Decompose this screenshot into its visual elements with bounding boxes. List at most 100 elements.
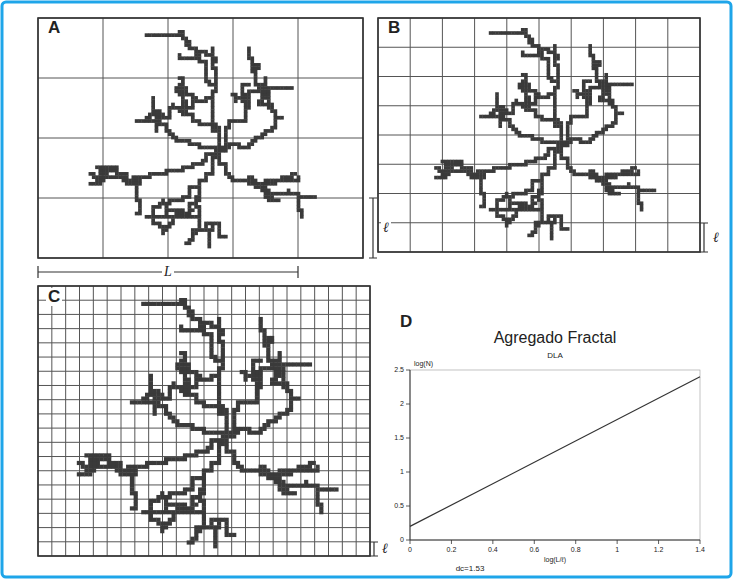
particle bbox=[198, 182, 202, 186]
particle bbox=[588, 54, 592, 58]
particle bbox=[217, 438, 221, 442]
particle bbox=[251, 359, 255, 363]
particle bbox=[181, 33, 185, 37]
particle bbox=[527, 234, 531, 238]
particle bbox=[524, 163, 528, 167]
particle bbox=[213, 533, 217, 537]
particle bbox=[434, 176, 438, 180]
particle bbox=[224, 126, 228, 130]
particle bbox=[553, 221, 557, 225]
particle bbox=[482, 205, 486, 209]
particle bbox=[207, 235, 211, 239]
particle bbox=[543, 173, 547, 177]
particle bbox=[264, 129, 268, 133]
particle bbox=[211, 83, 215, 87]
particle bbox=[270, 192, 274, 196]
particle bbox=[98, 172, 102, 176]
particle bbox=[155, 205, 159, 209]
particle bbox=[559, 153, 563, 157]
particle bbox=[211, 116, 215, 120]
particle bbox=[444, 176, 448, 180]
particle bbox=[278, 370, 282, 374]
particle bbox=[598, 95, 602, 99]
particle bbox=[315, 499, 319, 503]
grid-line bbox=[378, 76, 700, 77]
particle bbox=[178, 198, 182, 202]
particle bbox=[194, 393, 198, 397]
particle bbox=[287, 189, 291, 193]
particle bbox=[447, 163, 451, 167]
particle bbox=[232, 415, 236, 419]
grid-line bbox=[190, 286, 191, 556]
particle bbox=[514, 211, 518, 215]
particle bbox=[267, 195, 271, 199]
particle bbox=[498, 118, 502, 122]
grid-line bbox=[162, 286, 163, 556]
particle bbox=[232, 453, 236, 457]
particle bbox=[630, 83, 634, 87]
particle bbox=[145, 461, 149, 465]
particle bbox=[198, 60, 202, 64]
particle bbox=[198, 317, 202, 321]
particle bbox=[181, 208, 185, 212]
particle bbox=[187, 453, 191, 457]
particle bbox=[206, 446, 210, 450]
particle bbox=[95, 175, 99, 179]
particle bbox=[135, 185, 139, 189]
particle bbox=[508, 124, 512, 128]
particle bbox=[300, 465, 304, 469]
particle bbox=[247, 103, 251, 107]
particle bbox=[217, 400, 221, 404]
particle bbox=[566, 140, 570, 144]
particle bbox=[225, 423, 229, 427]
particle bbox=[514, 99, 518, 103]
particle bbox=[319, 503, 323, 507]
particle bbox=[556, 140, 560, 144]
particle bbox=[547, 150, 551, 154]
particle bbox=[225, 412, 229, 416]
particle bbox=[240, 146, 244, 150]
particle bbox=[524, 76, 528, 80]
particle bbox=[122, 172, 126, 176]
particle bbox=[556, 144, 560, 148]
particle bbox=[540, 95, 544, 99]
particle bbox=[184, 113, 188, 117]
particle bbox=[161, 202, 165, 206]
particle bbox=[190, 510, 194, 514]
particle bbox=[297, 484, 301, 488]
particle bbox=[187, 385, 191, 389]
particle bbox=[300, 484, 304, 488]
particle bbox=[582, 79, 586, 83]
particle bbox=[213, 374, 217, 378]
particle bbox=[289, 472, 293, 476]
particle bbox=[240, 427, 244, 431]
particle bbox=[537, 179, 541, 183]
particle bbox=[537, 224, 541, 228]
particle bbox=[486, 115, 490, 119]
particle bbox=[463, 166, 467, 170]
particle bbox=[204, 228, 208, 232]
particle bbox=[217, 446, 221, 450]
particle bbox=[550, 92, 554, 96]
particle bbox=[281, 468, 285, 472]
particle bbox=[168, 412, 172, 416]
particle bbox=[531, 134, 535, 138]
particle bbox=[297, 468, 301, 472]
particle bbox=[181, 76, 185, 80]
particle bbox=[267, 192, 271, 196]
particle bbox=[221, 351, 225, 355]
particle bbox=[174, 89, 178, 93]
particle bbox=[255, 378, 259, 382]
particle bbox=[228, 434, 232, 438]
particle bbox=[207, 238, 211, 242]
particle bbox=[479, 179, 483, 183]
particle bbox=[158, 172, 162, 176]
particle bbox=[156, 396, 160, 400]
particle bbox=[96, 461, 100, 465]
particle bbox=[566, 160, 570, 164]
particle bbox=[604, 173, 608, 177]
particle bbox=[178, 169, 182, 173]
particle bbox=[274, 126, 278, 130]
grid-line bbox=[356, 286, 357, 556]
particle bbox=[184, 106, 188, 110]
